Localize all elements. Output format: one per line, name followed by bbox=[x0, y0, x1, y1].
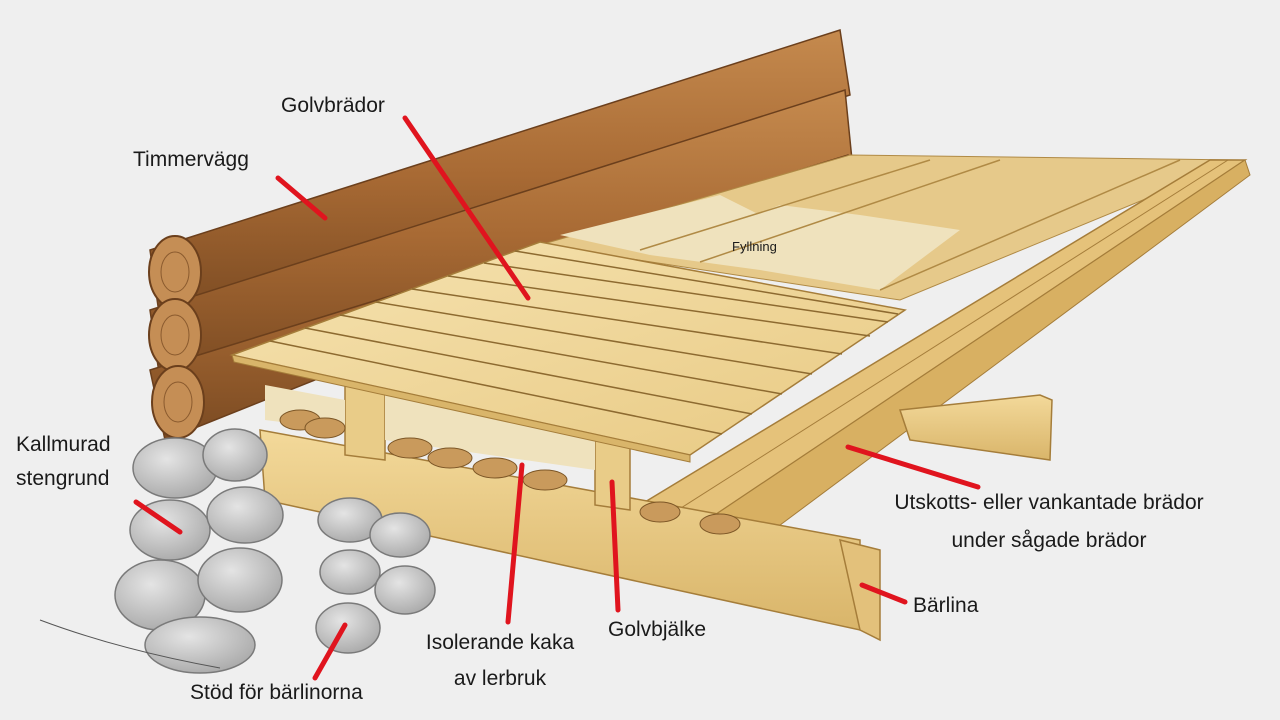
label-isolerande-line2: av lerbruk bbox=[453, 667, 547, 690]
clay-cakes bbox=[279, 409, 741, 535]
label-golvbjalke: Golvbjälke bbox=[608, 618, 707, 641]
stone-supports bbox=[315, 497, 436, 654]
label-kallmurad-line2: stengrund bbox=[16, 467, 110, 490]
label-timmervagg: Timmervägg bbox=[133, 148, 249, 171]
leader-lines bbox=[133, 115, 981, 681]
label-barlina: Bärlina bbox=[913, 594, 979, 617]
leader-golvbjalke bbox=[609, 479, 621, 613]
back-floor-area bbox=[539, 154, 1241, 301]
label-isolerande-line1: Isolerande kaka bbox=[425, 631, 575, 654]
label-kallmurad-line1: Kallmurad bbox=[16, 433, 111, 456]
leader-isolerande bbox=[505, 462, 525, 625]
leader-timmervagg bbox=[275, 175, 328, 221]
bearer-beams bbox=[259, 394, 1053, 642]
stone-foundation bbox=[39, 428, 284, 674]
leader-golvbrador bbox=[402, 115, 531, 301]
label-utskotts-line1: Utskotts- eller vankantade brädor bbox=[894, 491, 1204, 514]
label-utskotts-line2: under sågade brädor bbox=[951, 529, 1147, 552]
leader-barlina bbox=[859, 582, 908, 605]
leader-kallmurad bbox=[133, 499, 183, 535]
label-stod: Stöd för bärlinorna bbox=[190, 681, 363, 704]
label-golvbrador: Golvbrädor bbox=[281, 94, 385, 117]
leader-utskotts bbox=[845, 444, 981, 490]
floor-boards bbox=[229, 241, 907, 463]
label-fyllning: Fyllning bbox=[732, 239, 777, 254]
leader-stod bbox=[312, 622, 348, 681]
fill-material bbox=[650, 205, 960, 290]
